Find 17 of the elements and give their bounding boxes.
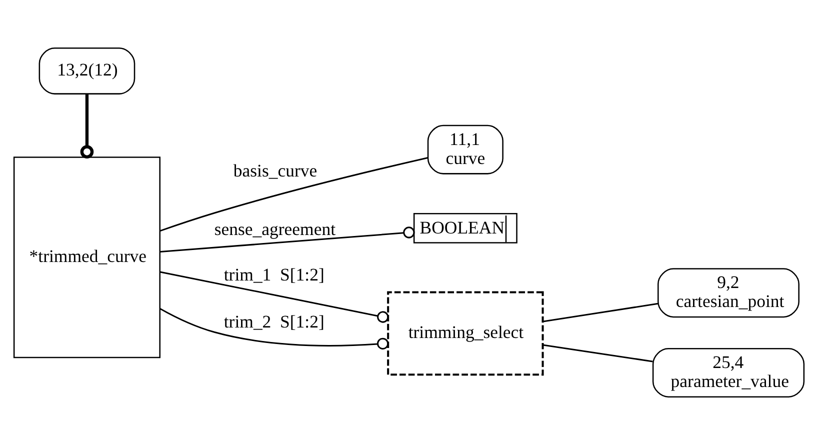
node-box: 11,1 curve	[426, 124, 503, 174]
node-box: *trimmed_curve	[12, 156, 160, 358]
edge-label: trim_2 S[1:2]	[223, 311, 324, 332]
node-box: 13,2(12)	[38, 48, 135, 94]
connector	[160, 271, 388, 323]
node-box: trimming_select	[386, 291, 544, 376]
node-box: 9,2 cartesian_point	[657, 268, 799, 318]
connector	[542, 344, 652, 362]
connector	[80, 94, 94, 158]
edge-label: sense_agreement	[214, 218, 336, 239]
edge-label: trim_1 S[1:2]	[223, 264, 324, 284]
connector	[160, 226, 414, 253]
connector	[159, 156, 428, 232]
connector	[159, 308, 388, 350]
edge-label: basis_curve	[232, 160, 317, 180]
node-box: 25,4 parameter_value	[652, 348, 804, 398]
connector	[542, 302, 658, 322]
